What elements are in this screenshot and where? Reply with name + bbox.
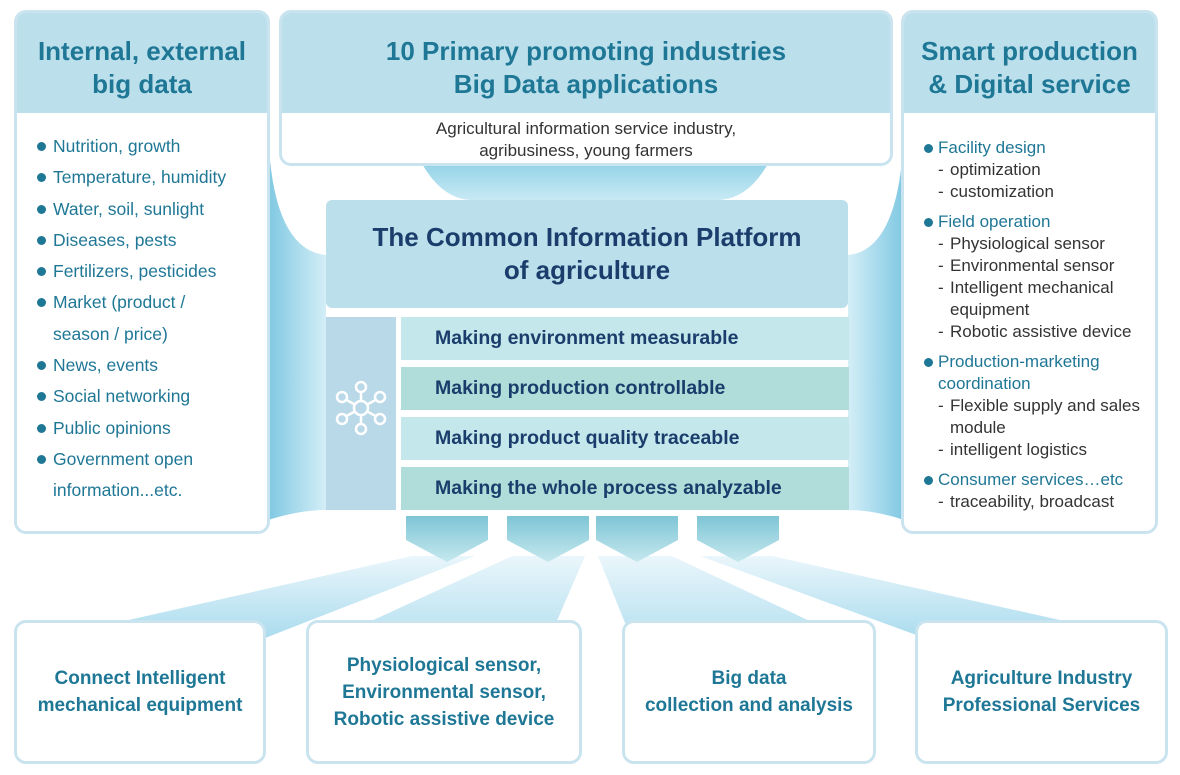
fan-connector-1 — [40, 556, 475, 640]
service-category: Consumer services…etc traceability, broad… — [924, 469, 1155, 513]
data-source-item: Nutrition, growth — [37, 131, 267, 162]
network-hub-icon — [335, 380, 387, 436]
service-sub-item: intelligent logistics — [938, 439, 1155, 461]
left-panel-title: Internal, external big data — [17, 13, 267, 113]
down-arrow-3 — [596, 516, 678, 562]
bottom-box-label: Connect Intelligent mechanical equipment — [37, 668, 243, 716]
service-sub-list: Physiological sensorEnvironmental sensor… — [938, 233, 1155, 343]
smart-production-panel: Smart production & Digital service Facil… — [901, 10, 1158, 534]
service-sub-item: optimization — [938, 159, 1155, 181]
making-row-analyzable: Making the whole process analyzable — [401, 467, 849, 510]
data-source-item: Diseases, pests — [37, 225, 267, 256]
service-sub-item: Physiological sensor — [938, 233, 1155, 255]
hub-icon-box — [326, 317, 396, 510]
making-row-traceable: Making product quality traceable — [401, 417, 849, 460]
bottom-box-label: Agriculture Industry Professional Servic… — [942, 668, 1141, 716]
top-panel-subtitle: Agricultural information service industr… — [435, 119, 737, 160]
right-panel-title: Smart production & Digital service — [904, 13, 1155, 113]
data-source-item: Public opinions — [37, 413, 267, 444]
service-category: Production-marketing coordinationFlexibl… — [924, 351, 1155, 461]
data-source-item: News, events — [37, 350, 267, 381]
top-panel-title: 10 Primary promoting industries Big Data… — [282, 13, 890, 113]
digital-service-list: Facility design optimizationcustomization… — [904, 113, 1155, 513]
service-sub-item: Intelligent mechanical equipment — [938, 277, 1155, 321]
down-arrow-1 — [406, 516, 488, 562]
down-arrow-2 — [507, 516, 589, 562]
service-sub-list: Flexible supply and sales moduleintellig… — [938, 395, 1155, 461]
bottom-box-sensors: Physiological sensor, Environmental sens… — [306, 620, 582, 764]
bottom-box-mechanical-equipment: Connect Intelligent mechanical equipment — [14, 620, 266, 764]
platform-title: The Common Information Platform of agric… — [326, 200, 848, 308]
primary-industries-panel: 10 Primary promoting industries Big Data… — [279, 10, 893, 166]
data-source-item: Social networking — [37, 381, 267, 412]
data-source-item: Temperature, humidity — [37, 162, 267, 193]
service-sub-list: traceability, broadcast — [938, 491, 1155, 513]
service-category-label: Field operation — [938, 212, 1051, 231]
data-source-item: Government open — [37, 444, 267, 475]
right-curve-connector — [848, 130, 904, 520]
service-sub-item: traceability, broadcast — [938, 491, 1155, 513]
service-sub-item: Environmental sensor — [938, 255, 1155, 277]
service-sub-list: optimizationcustomization — [938, 159, 1155, 203]
data-source-item: information...etc. — [53, 480, 183, 501]
internal-external-data-panel: Internal, external big data Nutrition, g… — [14, 10, 270, 534]
service-sub-item: customization — [938, 181, 1155, 203]
service-category: Facility design optimizationcustomization — [924, 137, 1155, 203]
bottom-box-label: Physiological sensor, Environmental sens… — [333, 654, 555, 730]
data-source-item: season / price) — [53, 323, 168, 344]
bottom-box-big-data: Big data collection and analysis — [622, 620, 876, 764]
service-category: Field operationPhysiological sensorEnvir… — [924, 211, 1155, 343]
data-source-item: Water, soil, sunlight — [37, 194, 267, 225]
service-category-label: Facility design — [938, 138, 1046, 157]
down-arrow-4 — [697, 516, 779, 562]
top-funnel-connector — [420, 160, 770, 200]
left-curve-connector — [268, 130, 326, 520]
bottom-box-label: Big data collection and analysis — [644, 668, 854, 716]
data-source-item: Fertilizers, pesticides — [37, 256, 267, 287]
service-category-label: Consumer services…etc — [938, 470, 1124, 489]
service-sub-item: Robotic assistive device — [938, 321, 1155, 343]
fan-connector-4 — [700, 556, 1150, 640]
service-category-label: Production-marketing coordination — [938, 352, 1100, 393]
bottom-box-professional-services: Agriculture Industry Professional Servic… — [915, 620, 1168, 764]
service-sub-item: Flexible supply and sales module — [938, 395, 1155, 439]
making-row-controllable: Making production controllable — [401, 367, 849, 410]
making-row-measurable: Making environment measurable — [401, 317, 849, 360]
data-source-item: Market (product / — [37, 287, 267, 318]
